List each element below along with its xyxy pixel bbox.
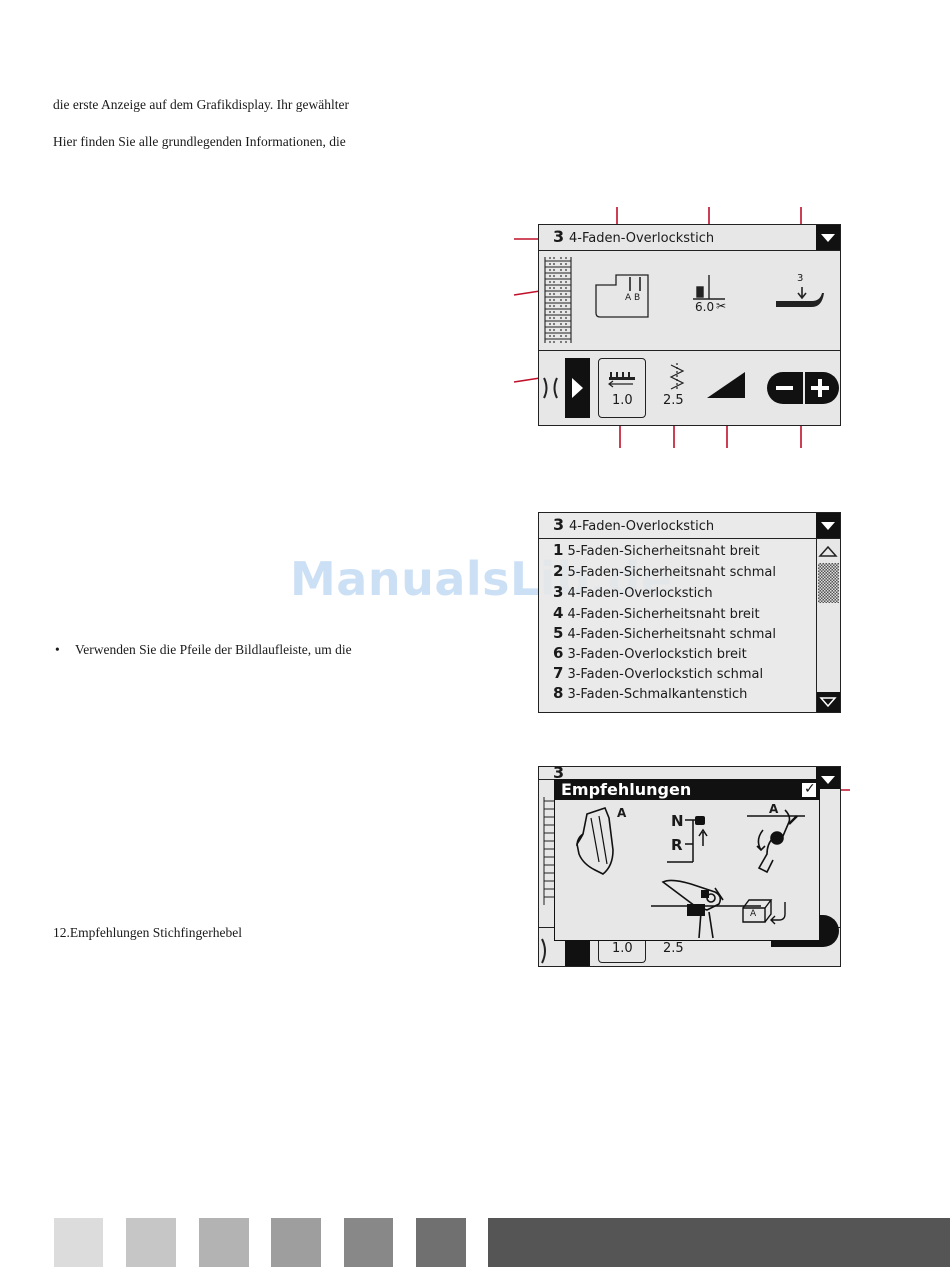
stitch-finger-lever-icon: N R [667, 810, 715, 874]
presser-foot-a-icon: A [569, 804, 629, 876]
checkmark-icon: ✓ [804, 781, 816, 797]
footer-shade-bar-1 [54, 1218, 103, 1267]
footer-shade-bar-2 [126, 1218, 176, 1267]
presser-foot-label: A B [625, 293, 641, 303]
stitch-title-bar[interactable]: 3 4-Faden-Overlockstich [539, 225, 840, 251]
footer-shade-bar-5 [344, 1218, 393, 1267]
stitch-width-selector[interactable] [539, 358, 590, 418]
footer-shade-bar-4 [271, 1218, 321, 1267]
bullet-text: Verwenden Sie die Pfeile der Bildlauflei… [75, 642, 352, 657]
recommendations-dialog: Empfehlungen ✓ A N R A A [554, 779, 820, 941]
lever-n-label: N [671, 812, 684, 830]
background-stitch-preview-icon [543, 797, 554, 905]
stitch-length-value: 2.5 [663, 393, 684, 408]
stitch-title-bar-2[interactable]: 3 4-Faden-Overlockstich [539, 513, 840, 539]
presser-foot-icon: A B [594, 273, 650, 319]
stitch-dropdown-button[interactable] [816, 225, 840, 250]
stitch-name: 4-Faden-Overlockstich [569, 231, 715, 246]
plus-button[interactable] [805, 372, 839, 404]
bullet-marker: • [55, 642, 60, 657]
dialog-title-bar: Empfehlungen ✓ [555, 780, 819, 800]
background-diff-feed-box: 1.0 [598, 927, 646, 963]
lcd-screen-main: 3 4-Faden-Overlockstich A B 6.0 ✂ 3 [538, 224, 841, 426]
knife-position-icon: 6.0 ✂ [689, 273, 729, 317]
lever-r-label: R [671, 836, 683, 854]
stitch-length-control[interactable]: 2.5 [661, 363, 691, 417]
stitch-number-2: 3 [553, 515, 565, 534]
dialog-title: Empfehlungen [561, 780, 692, 799]
stitch-number: 3 [553, 227, 565, 246]
foot-storage-icon: A [741, 896, 797, 930]
knife-value: 6.0 [695, 300, 715, 314]
scroll-up-arrow-icon[interactable] [817, 543, 839, 559]
stitch-dropdown-button-2[interactable] [816, 513, 840, 538]
pressure-value: 3 [797, 273, 804, 284]
lcd-screen-recommendations: 3 1.0 2.5 Empfehlungen ✓ A N R A [538, 766, 841, 967]
foot-letter: A [617, 806, 627, 820]
list-scrollbar[interactable] [816, 539, 840, 712]
scroll-down-arrow-icon [819, 697, 837, 708]
scissors-icon: ✂ [716, 299, 727, 313]
speed-ramp-icon[interactable] [705, 370, 747, 400]
minus-icon [776, 386, 793, 390]
foot-letter-2: A [769, 802, 779, 816]
background-length-value: 2.5 [663, 941, 684, 956]
footer-shade-bar-3 [199, 1218, 249, 1267]
scroll-down-button[interactable] [817, 692, 840, 712]
background-diff-feed-value: 1.0 [612, 941, 633, 956]
text-line-2: Hier finden Sie alle grundlegenden Infor… [53, 134, 346, 149]
box-letter: A [750, 909, 757, 919]
diff-feed-value: 1.0 [612, 393, 633, 408]
item-12-text: 12.Empfehlungen Stichfingerhebel [53, 925, 242, 940]
differential-feed-control[interactable]: 1.0 [598, 358, 646, 418]
foot-mounting-illustration [651, 876, 761, 940]
narrow-width-icon [543, 377, 583, 399]
stitch-dropdown-button-3[interactable] [816, 767, 840, 789]
scroll-thumb[interactable] [818, 563, 839, 603]
minus-button[interactable] [767, 372, 803, 404]
dialog-ok-button[interactable]: ✓ [801, 781, 817, 798]
footer-shade-bar-6 [416, 1218, 466, 1267]
stitch-preview-icon [544, 257, 572, 343]
presser-foot-lift-icon: A [745, 802, 807, 874]
bottom-panel-divider [539, 350, 840, 351]
footer-shade-bar-7 [488, 1218, 950, 1267]
stitch-number-3: 3 [553, 766, 565, 782]
presser-foot-pressure-icon: 3 [772, 273, 826, 311]
text-line-1: die erste Anzeige auf dem Grafikdisplay.… [53, 97, 350, 112]
stitch-name-2: 4-Faden-Overlockstich [569, 519, 715, 534]
